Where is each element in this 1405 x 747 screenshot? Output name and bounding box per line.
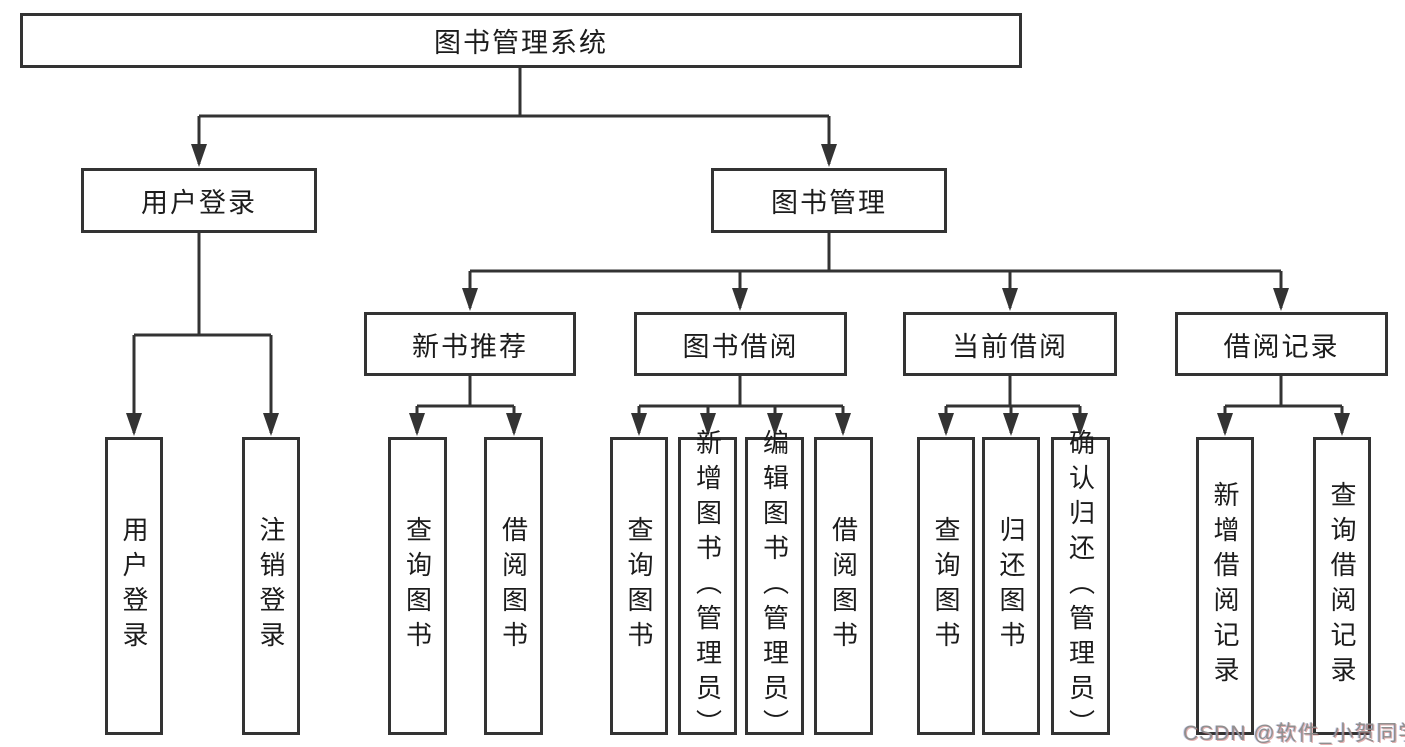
node-user-login: 用户登录 — [81, 168, 317, 233]
leaf-edit-books-admin: 编辑图书（管理员） — [745, 429, 804, 744]
csdn-watermark: CSDN @软件_小贺同学 — [1183, 722, 1405, 745]
edge-borrow-records-children — [1217, 376, 1350, 436]
node-root-system: 图书管理系统 — [20, 13, 1022, 68]
leaf-borrow-books: 借阅图书 — [814, 437, 873, 735]
node-label: 用户登录 — [119, 516, 149, 656]
node-label: 编辑图书（管理员） — [759, 428, 790, 744]
leaf-query-books-borrowing: 查询图书 — [610, 437, 668, 735]
node-book-management: 图书管理 — [711, 168, 947, 233]
node-label: 借阅图书 — [828, 516, 859, 656]
node-label: 图书借阅 — [682, 331, 799, 362]
node-book-borrowing: 图书借阅 — [634, 312, 847, 376]
node-label: 注销登录 — [256, 516, 286, 656]
leaf-query-books-current: 查询图书 — [917, 437, 975, 735]
node-label: 查询图书 — [402, 516, 433, 656]
leaf-user-login: 用户登录 — [105, 437, 163, 735]
node-label: 图书管理 — [771, 188, 887, 218]
node-current-borrowing: 当前借阅 — [903, 312, 1117, 376]
node-label: 当前借阅 — [952, 331, 1068, 362]
leaf-add-borrow-record: 新增借阅记录 — [1196, 437, 1254, 735]
node-label: 新增借阅记录 — [1210, 481, 1240, 691]
node-borrow-records: 借阅记录 — [1175, 312, 1388, 376]
node-label: 确认归还（管理员） — [1065, 428, 1096, 744]
edge-book-borrowing-children — [631, 376, 851, 436]
node-label: 新书推荐 — [412, 331, 528, 362]
node-label: 借阅图书 — [498, 516, 529, 656]
edge-book-management-children — [462, 233, 1289, 311]
edge-user-login-children — [126, 233, 279, 436]
leaf-query-borrow-record: 查询借阅记录 — [1313, 437, 1371, 735]
node-label: 图书管理系统 — [434, 28, 608, 58]
node-label: 归还图书 — [996, 516, 1026, 656]
leaf-borrow-books-recommend: 借阅图书 — [484, 437, 543, 735]
node-label: 新增图书（管理员） — [692, 428, 723, 744]
node-label: 查询借阅记录 — [1327, 481, 1357, 691]
leaf-return-books: 归还图书 — [982, 437, 1040, 735]
edge-new-book-recommend-children — [409, 376, 522, 436]
leaf-confirm-return-admin: 确认归还（管理员） — [1051, 429, 1110, 744]
leaf-logout: 注销登录 — [242, 437, 300, 735]
node-label: 借阅记录 — [1223, 331, 1340, 362]
node-label: 查询图书 — [624, 516, 654, 656]
node-label: 用户登录 — [141, 188, 257, 218]
edge-root-to-level2 — [191, 68, 837, 167]
leaf-query-books-recommend: 查询图书 — [388, 437, 447, 735]
node-new-book-recommend: 新书推荐 — [364, 312, 576, 376]
leaf-add-books-admin: 新增图书（管理员） — [678, 429, 737, 744]
node-label: 查询图书 — [931, 516, 961, 656]
edge-current-borrowing-children — [938, 376, 1088, 436]
